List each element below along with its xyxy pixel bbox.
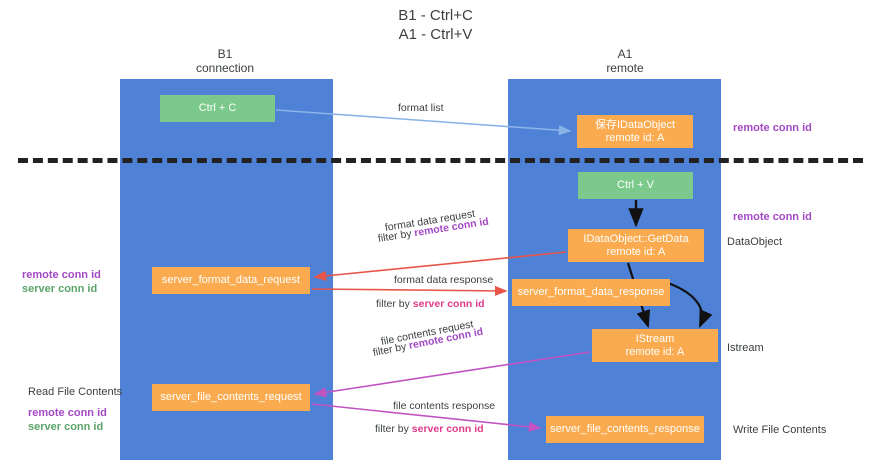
arrow-format-data-response [311, 285, 508, 297]
node-server-file-contents-response-label: server_file_contents_response [550, 423, 700, 435]
arrow-format-data-request [313, 251, 567, 281]
node-server-file-contents-request-label: server_file_contents_request [160, 391, 302, 403]
annotation-remote-conn-id-mid: remote conn id [733, 211, 812, 223]
label-file-contents-response-filter: filter by server conn id [375, 422, 484, 436]
annotation-remote-conn-id-top: remote conn id [733, 122, 812, 134]
arrow-file-contents-response [311, 403, 542, 432]
node-save-idataobject[interactable]: 保存IDataObject remote id: A [577, 115, 693, 148]
annotation-istream: Istream [727, 342, 764, 354]
annotation-left-remote-conn-id-2: remote conn id [28, 407, 107, 419]
annotation-left-conn-ids: remote conn id server conn id [22, 268, 101, 296]
node-idataobject-getdata-line1: IDataObject::GetData [583, 232, 689, 245]
column-header-a1-role: remote [606, 61, 644, 75]
title-line-2: A1 - Ctrl+V [398, 26, 473, 43]
node-save-idataobject-line1: 保存IDataObject [594, 118, 676, 131]
node-ctrl-c-label: Ctrl + C [198, 102, 237, 114]
node-istream[interactable]: IStream remote id: A [592, 329, 718, 362]
annotation-dataobject: DataObject [727, 236, 783, 248]
node-server-format-data-response[interactable]: server_format_data_response [512, 279, 670, 306]
node-ctrl-c[interactable]: Ctrl + C [160, 95, 275, 122]
arrow-format-list [275, 109, 572, 136]
filter-prefix: filter by [376, 298, 413, 310]
column-header-b1-role: connection [195, 61, 255, 75]
arrow-response-to-istream [667, 281, 713, 329]
node-server-file-contents-response[interactable]: server_file_contents_response [546, 416, 704, 443]
node-istream-line1: IStream [635, 332, 675, 345]
label-file-contents-response: file contents response [393, 400, 496, 412]
page-title: B1 - Ctrl+C A1 - Ctrl+V [0, 6, 871, 44]
annotation-read-file-contents: Read File Contents [28, 386, 123, 398]
arrow-file-contents-request [313, 351, 591, 398]
column-header-a1: A1 remote [545, 47, 705, 75]
annotation-left-server-conn-id-2: server conn id [28, 421, 104, 433]
column-header-b1: B1 connection [145, 47, 305, 75]
title-line-1: B1 - Ctrl+C [398, 7, 473, 24]
filter-prefix: filter by [375, 423, 412, 435]
node-server-format-data-response-label: server_format_data_response [517, 286, 665, 298]
node-idataobject-getdata[interactable]: IDataObject::GetData remote id: A [568, 229, 704, 262]
node-istream-line2: remote id: A [625, 345, 685, 358]
annotation-left-read-file: Read File Contents remote conn id server… [28, 385, 122, 434]
filter-key-server-conn-id: server conn id [412, 298, 485, 310]
label-format-data-response-filter: filter by server conn id [376, 297, 485, 311]
label-format-list: format list [398, 102, 444, 114]
node-ctrl-v[interactable]: Ctrl + V [578, 172, 693, 199]
node-server-format-data-request-label: server_format_data_request [161, 274, 301, 286]
node-idataobject-getdata-line2: remote id: A [606, 245, 666, 258]
column-header-b1-name: B1 [217, 47, 233, 61]
label-format-data-response: format data response [394, 274, 494, 286]
filter-key-server-conn-id: server conn id [411, 423, 484, 435]
node-server-format-data-request[interactable]: server_format_data_request [152, 267, 310, 294]
column-header-a1-name: A1 [617, 47, 633, 61]
annotation-left-remote-conn-id: remote conn id [22, 269, 101, 281]
annotation-left-server-conn-id: server conn id [22, 283, 98, 295]
phase-divider [18, 158, 863, 163]
node-save-idataobject-line2: remote id: A [605, 131, 665, 144]
node-server-file-contents-request[interactable]: server_file_contents_request [152, 384, 310, 411]
annotation-write-file-contents: Write File Contents [733, 424, 827, 436]
node-ctrl-v-label: Ctrl + V [617, 179, 654, 191]
